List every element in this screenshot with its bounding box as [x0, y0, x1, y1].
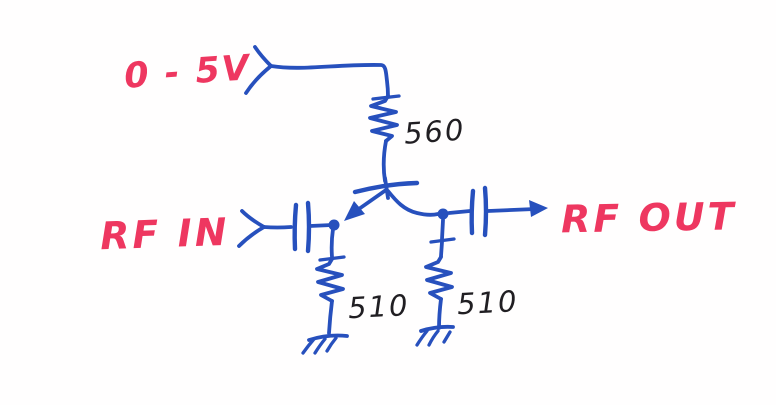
- rf-in-label: RF IN: [99, 210, 230, 258]
- resistor-510-output-value: 510: [456, 284, 519, 321]
- output-coupling-capacitor-symbol: [447, 185, 489, 238]
- resistor-510-output-lead: [437, 297, 443, 330]
- supply-chevron-icon: [253, 45, 273, 68]
- output-node-drop-wire: [440, 218, 445, 241]
- resistor-560-value: 560: [403, 113, 467, 151]
- rf-in-chevron-icon: [237, 225, 266, 248]
- ground-output-hatch: [427, 329, 440, 347]
- input-cap-wire-right: [308, 223, 334, 228]
- transistor-emitter-line: [354, 188, 388, 213]
- supply-voltage-label: 0 - 5V: [123, 48, 253, 97]
- ground-output-hatch: [415, 329, 429, 347]
- ground-input-symbol: [301, 333, 349, 355]
- ground-output-bar: [419, 324, 455, 333]
- resistor-510-input-lead: [327, 299, 334, 335]
- input-node-drop-wire: [329, 227, 335, 259]
- input-cap-wire-left: [262, 225, 293, 230]
- rf-out-arrow-symbol: [486, 200, 548, 217]
- supply-terminal-connector: [244, 45, 273, 95]
- input-cap-plate-left: [292, 202, 299, 252]
- resistor-560-zigzag: [368, 94, 399, 143]
- supply-wire: [269, 63, 390, 98]
- resistor-510-output-symbol: [424, 255, 454, 330]
- transistor-symbol: [344, 176, 440, 221]
- ground-input-hatch: [301, 337, 316, 355]
- rf-out-arrow-line: [486, 207, 537, 213]
- supply-chevron-icon: [244, 64, 273, 95]
- input-node-dot: [328, 219, 340, 231]
- resistor-560-symbol: [368, 94, 399, 183]
- resistor-510-input-symbol: [315, 257, 345, 335]
- ground-output-symbol: [415, 324, 455, 347]
- ground-input-hatch: [325, 336, 338, 353]
- ground-input-hatch: [313, 337, 327, 355]
- resistor-560-lead: [381, 139, 388, 183]
- rf-in-chevron-icon: [240, 209, 266, 229]
- rf-in-terminal-connector: [237, 209, 266, 248]
- resistor-510-output-upper-lead: [439, 240, 444, 258]
- handwritten-labels: 0 - 5V RF IN RF OUT 560 510 510: [99, 48, 737, 325]
- resistor-510-output-zigzag: [424, 255, 454, 301]
- transistor-vertical-stub: [383, 176, 390, 200]
- ground-output-hatch: [442, 330, 452, 344]
- output-cap-wire-left: [447, 209, 472, 215]
- resistor-510-input-zigzag: [315, 257, 345, 303]
- rf-out-arrowhead-icon: [529, 200, 548, 217]
- transistor-collector-line: [386, 189, 440, 217]
- resistor-510-input-value: 510: [347, 288, 410, 325]
- output-cap-plate-right: [482, 185, 489, 238]
- rf-out-label: RF OUT: [561, 194, 737, 241]
- emitter-arrowhead-icon: [344, 201, 365, 221]
- blue-ink-strokes: [237, 45, 548, 355]
- input-coupling-capacitor-symbol: [262, 200, 334, 254]
- output-node-dot: [437, 208, 449, 220]
- output-cap-plate-left: [469, 188, 476, 236]
